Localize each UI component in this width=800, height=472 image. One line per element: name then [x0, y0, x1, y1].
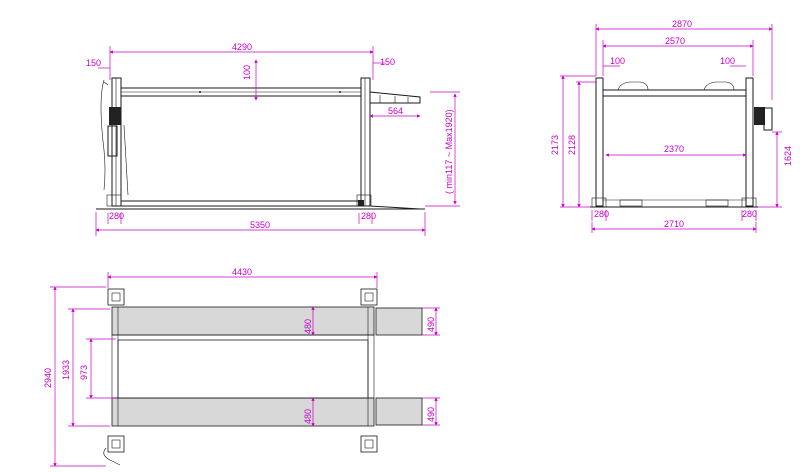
top-dimensions: 4430 2940 1933 973 480 480 490 490: [43, 267, 440, 467]
dim-480-bottom: 480: [303, 409, 313, 424]
dim-5350: 5350: [250, 220, 270, 230]
top-ramps: [375, 307, 423, 426]
dim-100-front-right: 100: [720, 56, 735, 66]
dim-150-right: 150: [380, 57, 395, 67]
dim-280-front-right: 280: [742, 209, 757, 219]
dim-2710: 2710: [664, 219, 684, 229]
front-left-post: [591, 77, 607, 208]
dim-490-bottom: 490: [426, 407, 436, 422]
dim-280-side-right: 280: [361, 211, 376, 221]
dim-564: 564: [388, 106, 403, 116]
dim-280-front-left: 280: [594, 209, 609, 219]
dim-280-side-left: 280: [109, 211, 124, 221]
side-left-post: [100, 77, 129, 207]
dim-4430: 4430: [232, 267, 252, 277]
dim-2870: 2870: [672, 19, 692, 29]
front-view: 2870 2570 100 100 2173 2128 2370 1624: [550, 19, 793, 233]
dim-1624: 1624: [783, 146, 793, 166]
top-runways: [111, 306, 375, 427]
front-deck: [590, 81, 758, 208]
side-runway: [121, 87, 361, 97]
dim-4290: 4290: [232, 42, 252, 52]
front-dimensions: 2870 2570 100 100 2173 2128 2370 1624: [550, 19, 793, 233]
front-right-post: [741, 77, 773, 208]
top-post-bases: [103, 288, 378, 466]
dim-490-top: 490: [426, 317, 436, 332]
side-lowered-deck: [96, 200, 425, 210]
dim-2173: 2173: [550, 135, 560, 155]
dim-2128: 2128: [567, 135, 577, 155]
dim-480-top: 480: [303, 319, 313, 334]
side-right-post: [356, 77, 372, 207]
dim-2370: 2370: [664, 144, 684, 154]
dim-100: 100: [242, 65, 252, 80]
side-ramp: [369, 91, 421, 104]
dim-150-left: 150: [86, 58, 101, 68]
dim-2570: 2570: [665, 36, 685, 46]
dim-1933: 1933: [61, 360, 71, 380]
side-view: 4290 150 150 100 564 ( min117 ~ Max1920)…: [86, 42, 460, 236]
dim-100-front-left: 100: [610, 56, 625, 66]
dim-973: 973: [79, 365, 89, 380]
dim-height-range: ( min117 ~ Max1920): [444, 109, 454, 194]
top-view: 4430 2940 1933 973 480 480 490 490: [43, 267, 440, 467]
dim-2940: 2940: [43, 368, 53, 388]
side-dimensions: 4290 150 150 100 564 ( min117 ~ Max1920)…: [86, 42, 460, 236]
